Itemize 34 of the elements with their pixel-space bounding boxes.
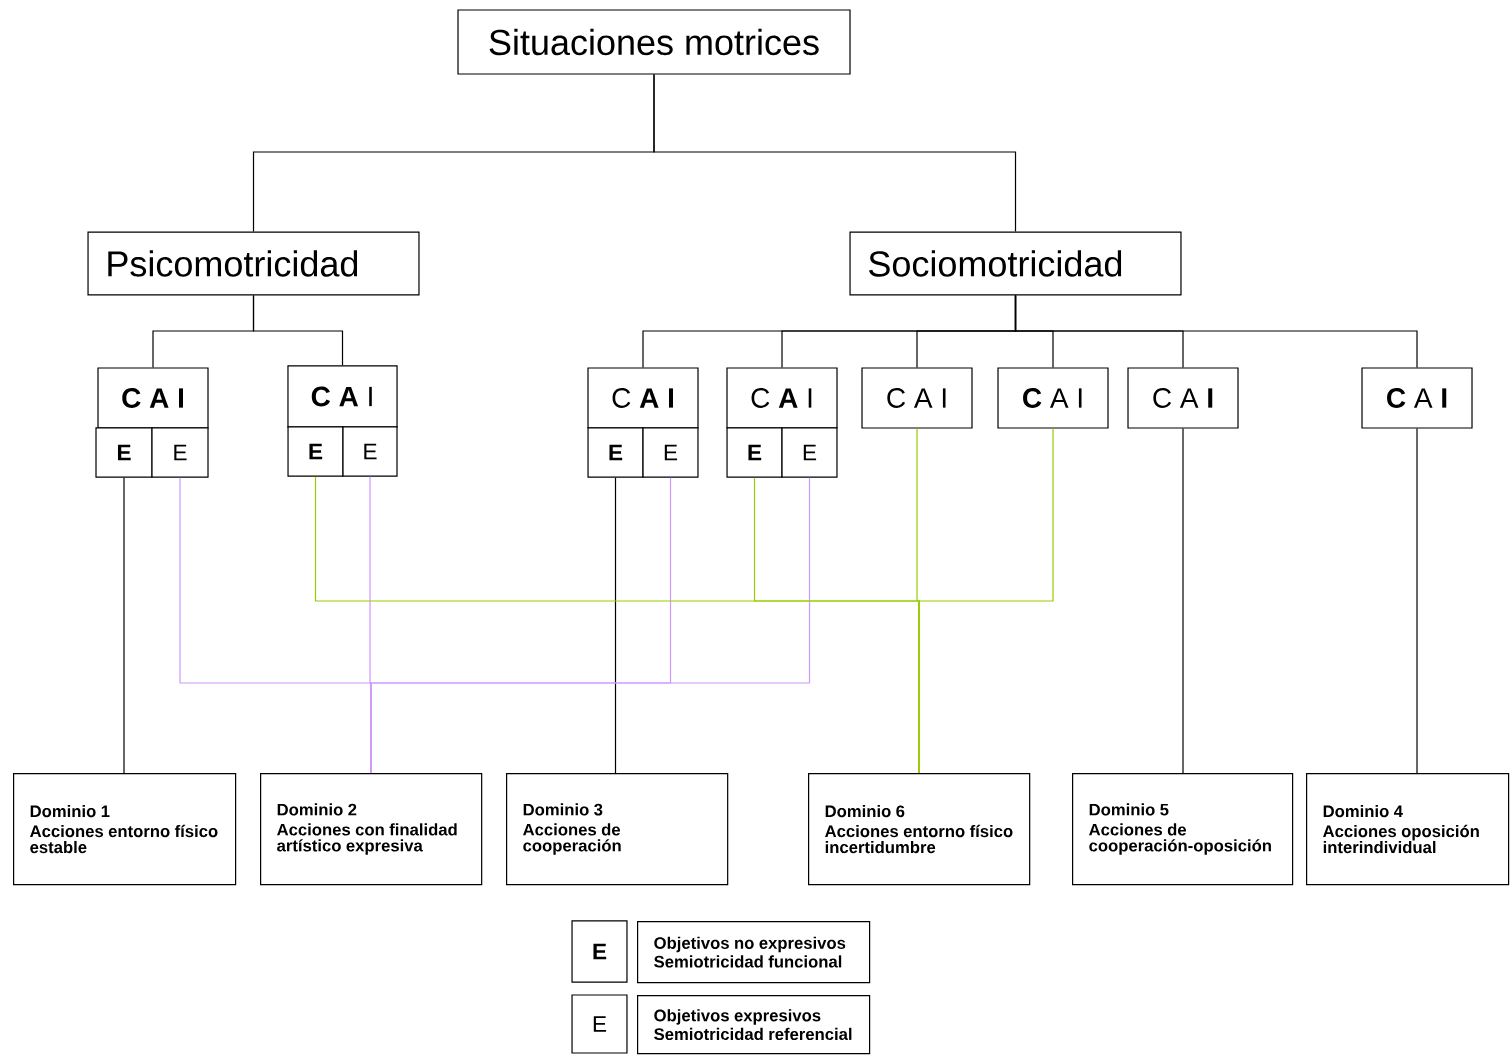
e-cell: E xyxy=(587,427,644,478)
category-box: Sociomotricidad xyxy=(849,231,1182,296)
legend-key-box: E xyxy=(571,994,628,1054)
title-box: Situaciones motrices xyxy=(457,9,851,75)
domain-box: Dominio 1 Acciones entorno físico estable xyxy=(13,773,237,886)
connector-line xyxy=(1416,428,1418,774)
connector-line xyxy=(123,477,125,774)
cai-box: C A I xyxy=(1361,367,1473,429)
e-cell: E xyxy=(642,427,699,478)
domain-box: Dominio 5 Acciones de cooperación-oposición xyxy=(1072,773,1294,886)
connector-line xyxy=(1182,428,1184,774)
domain-box: Dominio 2 Acciones con finalidad artístico expresiva xyxy=(260,773,483,886)
e-cell: E xyxy=(726,427,783,478)
e-cell: E xyxy=(151,427,209,478)
legend-key-box: E xyxy=(571,920,628,983)
cai-box: C A I xyxy=(997,367,1109,429)
connector-line xyxy=(1014,294,1418,368)
connector-line xyxy=(370,477,811,774)
domain-box: Dominio 4 Acciones oposición interindividual xyxy=(1306,773,1510,886)
e-cell: E xyxy=(287,426,344,477)
legend-text-box: Objetivos no expresivos Semiotricidad funcional xyxy=(637,921,871,984)
cai-box: C A I xyxy=(861,367,973,429)
domain-box: Dominio 3 Acciones de cooperación xyxy=(506,773,729,886)
legend-text-box: Objetivos expresivos Semiotricidad referencial xyxy=(637,995,871,1055)
connector-line xyxy=(653,74,1017,233)
connector-line xyxy=(614,477,617,774)
cai-box: C A I xyxy=(1127,367,1239,429)
domain-box: Dominio 6 Acciones entorno físico incertidumbre xyxy=(808,773,1031,886)
e-cell: E xyxy=(781,427,838,478)
e-cell: E xyxy=(95,427,153,478)
connector-line xyxy=(918,428,1054,774)
connector-line xyxy=(252,294,344,366)
e-cell: E xyxy=(342,426,398,477)
category-box: Psicomotricidad xyxy=(87,231,420,296)
